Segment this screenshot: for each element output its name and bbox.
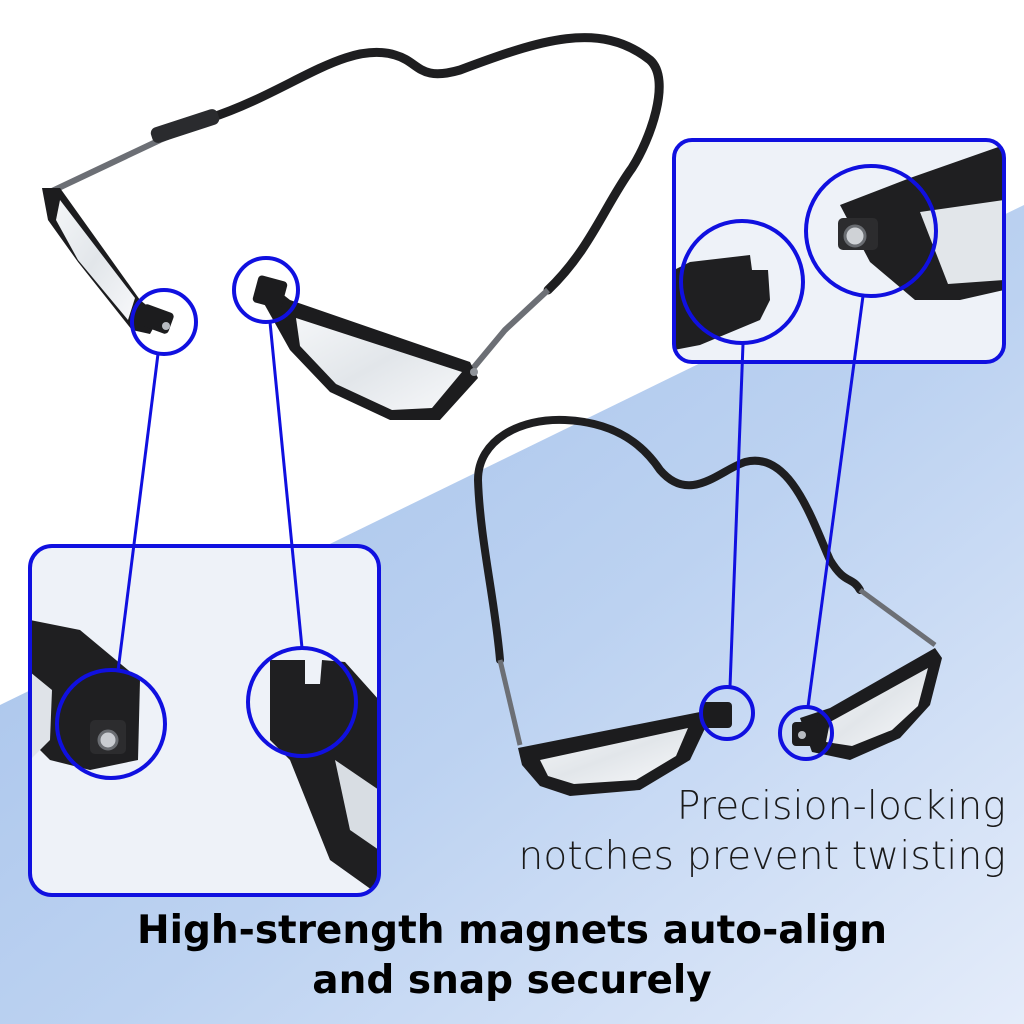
- connector-line: [268, 321, 304, 649]
- callout-circle-box-left-a: [55, 668, 167, 780]
- callout-circle-box-right-a: [679, 219, 805, 345]
- callout-circle-bottom-a: [699, 685, 755, 741]
- caption-magnets-line1: High-strength magnets auto-align: [136, 908, 888, 953]
- callout-circles: [55, 164, 938, 780]
- glasses-top: [42, 33, 664, 420]
- neck-cord-bottom: [473, 415, 864, 664]
- callout-circle-top-left: [130, 288, 198, 356]
- zoom-box-left-frame: [28, 544, 381, 897]
- caption-notches-line2: notches prevent twisting: [518, 834, 1006, 879]
- caption-notches-line1: Precision-locking: [676, 784, 1006, 829]
- caption-notches: Precision-locking notches prevent twisti…: [486, 782, 1006, 882]
- connector-line: [806, 295, 865, 708]
- neck-cord-top: [205, 33, 664, 295]
- callout-circle-bottom-b: [778, 705, 834, 761]
- zoom-box-left: [28, 544, 381, 897]
- zoom-box-right: [672, 138, 1006, 364]
- zoom-box-right-frame: [672, 138, 1006, 364]
- connector-line: [116, 353, 160, 672]
- callout-circle-box-right-b: [804, 164, 938, 298]
- connector-line: [728, 343, 745, 688]
- connector-lines: [116, 295, 865, 708]
- caption-magnets-line2: and snap securely: [312, 958, 712, 1003]
- glasses-bottom: [473, 415, 942, 796]
- right-temple-top: [467, 287, 551, 374]
- callout-circle-top-right: [232, 256, 300, 324]
- caption-magnets: High-strength magnets auto-align and sna…: [0, 906, 1024, 1006]
